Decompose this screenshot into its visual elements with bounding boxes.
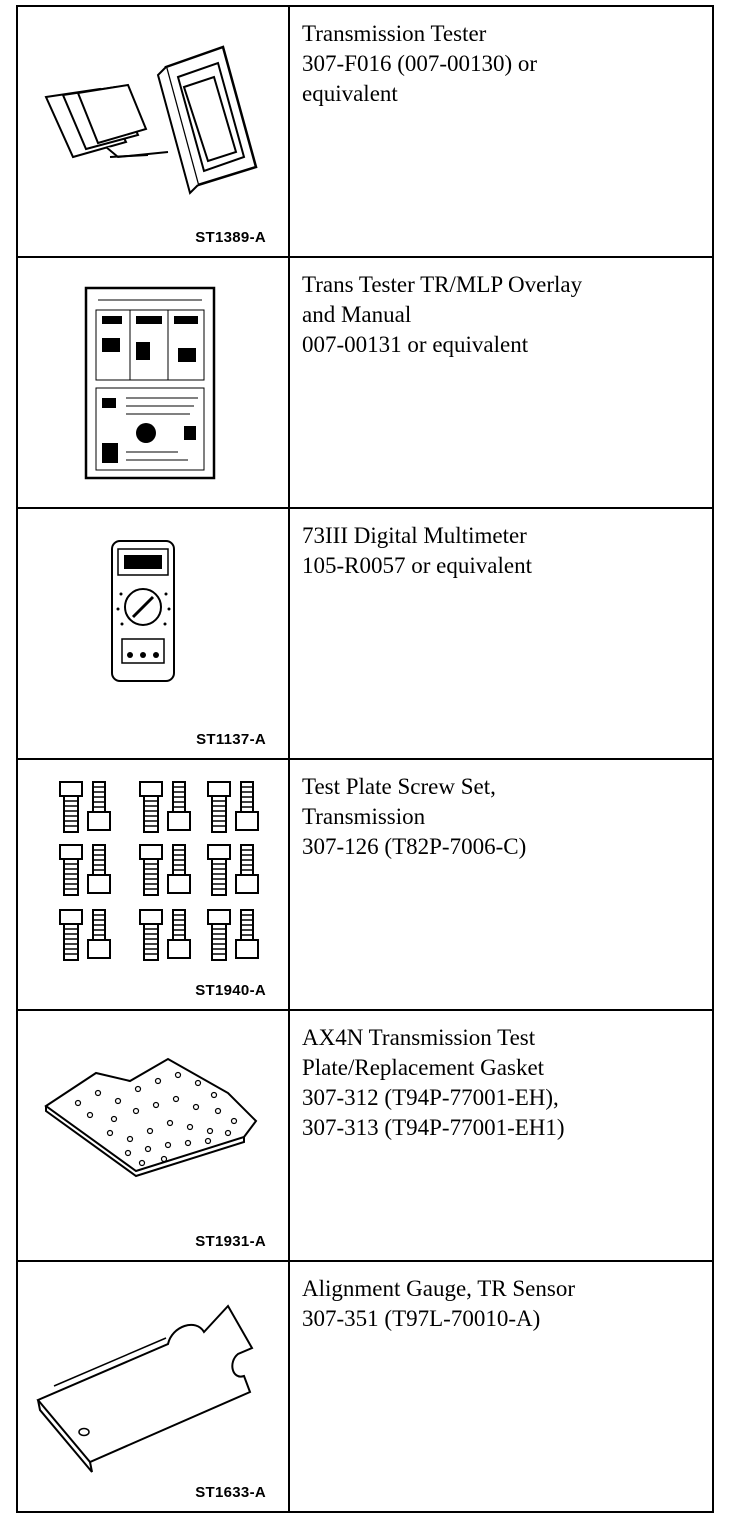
tool-name-line: and Manual [302,302,412,327]
tool-part-line: 105-R0057 or equivalent [302,553,532,578]
tool-image-cell: ST1137-A [16,507,290,760]
tool-row-transmission-tester: ST1389-A Transmission Tester 307-F016 (0… [16,5,714,258]
tool-part-line: 307-313 (T94P-77001-EH1) [302,1115,565,1140]
figure-code: ST1940-A [195,982,266,999]
tool-part-line: 307-312 (T94P-77001-EH), [302,1085,559,1110]
tool-description: 73III Digital Multimeter 105-R0057 or eq… [288,507,714,760]
alignment-gauge-icon [36,1304,254,1473]
screw-set-icon [59,781,259,961]
tool-name-line: 73III Digital Multimeter [302,523,527,548]
tool-name-line: AX4N Transmission Test [302,1025,536,1050]
tool-name-line: Alignment Gauge, TR Sensor [302,1276,575,1301]
figure-code: ST1931-A [195,1233,266,1250]
tool-image-cell: ST1931-A [16,1009,290,1262]
tool-part-line: 307-351 (T97L-70010-A) [302,1306,541,1331]
overlay-manual-icon [84,286,216,480]
multimeter-icon [111,540,175,682]
tool-image-cell: ST1389-A [16,5,290,258]
tool-row-overlay-manual: Trans Tester TR/MLP Overlay and Manual 0… [16,256,714,509]
tool-description: Transmission Tester 307-F016 (007-00130)… [288,5,714,258]
tool-row-screw-set: ST1940-A Test Plate Screw Set, Transmiss… [16,758,714,1011]
tool-image-cell [16,256,290,509]
tool-description: AX4N Transmission Test Plate/Replacement… [288,1009,714,1262]
figure-code: ST1633-A [195,1484,266,1501]
tool-description: Test Plate Screw Set, Transmission 307-1… [288,758,714,1011]
tool-name-line: Trans Tester TR/MLP Overlay [302,272,583,297]
tool-part-line: 307-126 (T82P-7006-C) [302,834,527,859]
tool-part-line: equivalent [302,81,398,106]
tool-row-test-plate: ST1931-A AX4N Transmission Test Plate/Re… [16,1009,714,1262]
figure-code: ST1389-A [195,229,266,246]
tool-part-line: 307-F016 (007-00130) or [302,51,538,76]
tool-name-line: Transmission [302,804,426,829]
tool-image-cell: ST1940-A [16,758,290,1011]
test-plate-icon [44,1057,258,1178]
tool-description: Trans Tester TR/MLP Overlay and Manual 0… [288,256,714,509]
tool-name-line: Test Plate Screw Set, [302,774,496,799]
tool-name-line: Transmission Tester [302,21,487,46]
tool-description: Alignment Gauge, TR Sensor 307-351 (T97L… [288,1260,714,1513]
tool-row-alignment-gauge: ST1633-A Alignment Gauge, TR Sensor 307-… [16,1260,714,1513]
tool-image-cell: ST1633-A [16,1260,290,1513]
special-tools-table: ST1389-A Transmission Tester 307-F016 (0… [16,5,714,1513]
figure-code: ST1137-A [196,731,266,748]
tool-part-line: 007-00131 or equivalent [302,332,529,357]
tool-name-line: Plate/Replacement Gasket [302,1055,545,1080]
transmission-tester-icon [44,45,258,195]
tool-row-multimeter: ST1137-A 73III Digital Multimeter 105-R0… [16,507,714,760]
